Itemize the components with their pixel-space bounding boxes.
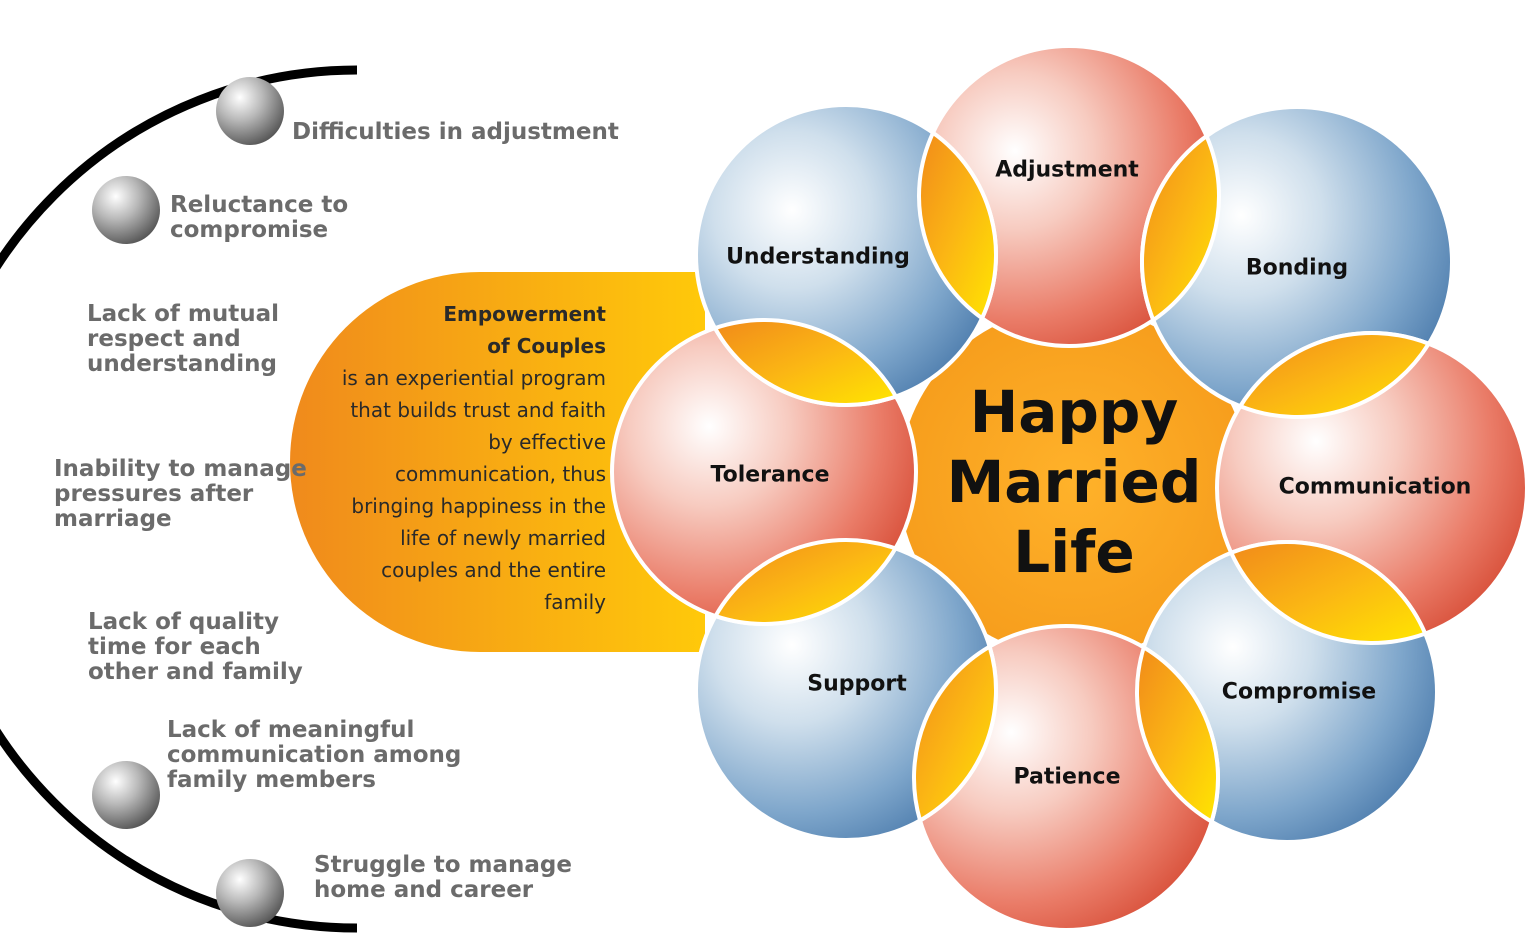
sphere-overlap xyxy=(917,129,998,322)
empowerment-panel xyxy=(290,272,705,652)
label-adjustment: Adjustment xyxy=(995,157,1139,183)
sphere-overlap xyxy=(1237,331,1432,419)
issue-line: respect and xyxy=(87,326,241,352)
sphere-overlap xyxy=(712,538,899,626)
empowerment-body-line: couples and the entire xyxy=(381,558,606,582)
issue-line: family members xyxy=(167,767,376,793)
center-title: Happy Married Life xyxy=(947,377,1202,587)
issue-line: other and family xyxy=(88,659,303,685)
issue-line: marriage xyxy=(54,506,172,532)
issue-line: time for each xyxy=(88,634,261,660)
issue-line: Lack of meaningful xyxy=(167,717,415,743)
label-communication: Communication xyxy=(1278,474,1472,500)
center-title-line: Happy xyxy=(969,378,1179,446)
empowerment-body-line: family xyxy=(544,590,606,614)
issue-line: Difficulties in adjustment xyxy=(292,119,619,145)
issue-line: Reluctance to xyxy=(170,192,349,218)
empowerment-body-line: is an experiential program xyxy=(341,366,606,390)
sphere-overlap xyxy=(1228,540,1428,645)
arc-balls xyxy=(92,77,284,927)
empowerment-title-line: of Couples xyxy=(487,334,606,358)
empowerment-body-line: communication, thus xyxy=(395,462,606,486)
arc-ball xyxy=(216,859,284,927)
empowerment-body-line: that builds trust and faith xyxy=(350,398,606,422)
empowerment-body-line: bringing happiness in the xyxy=(351,494,606,518)
sphere-overlap xyxy=(1140,133,1221,324)
center-title-line: Married xyxy=(946,448,1202,516)
issue-item: Difficulties in adjustment xyxy=(292,120,619,145)
arc-ball xyxy=(92,761,160,829)
sphere-overlap xyxy=(1135,644,1220,825)
label-understanding: Understanding xyxy=(726,244,910,270)
sphere-overlap xyxy=(912,643,998,824)
empowerment-body-line: life of newly married xyxy=(400,526,606,550)
empowerment-body-line: by effective xyxy=(488,430,606,454)
center-hub xyxy=(899,307,1249,657)
label-patience: Patience xyxy=(1013,764,1121,790)
issue-line: home and career xyxy=(314,877,534,903)
empowerment-text: Empowerment of Couples is an experientia… xyxy=(310,298,606,618)
issues-arc xyxy=(0,65,358,933)
arc-ball xyxy=(216,77,284,145)
label-bonding: Bonding xyxy=(1245,255,1349,281)
label-compromise: Compromise xyxy=(1221,679,1377,705)
issue-line: communication among xyxy=(167,742,462,768)
label-support: Support xyxy=(807,671,907,697)
arc-ball xyxy=(92,176,160,244)
issue-line: Lack of mutual xyxy=(87,301,280,327)
issue-line: pressures after xyxy=(54,481,254,507)
sphere-overlaps xyxy=(712,129,1432,825)
issue-line: Lack of quality xyxy=(88,609,280,635)
center-title-line: Life xyxy=(1013,518,1135,586)
sphere-overlap xyxy=(712,318,899,407)
label-tolerance: Tolerance xyxy=(710,462,830,488)
issue-line: understanding xyxy=(87,351,277,377)
issue-line: Inability to manage xyxy=(54,456,307,482)
issue-line: Struggle to manage xyxy=(314,852,572,878)
issue-line: compromise xyxy=(170,217,329,243)
empowerment-title-line: Empowerment xyxy=(443,302,606,326)
